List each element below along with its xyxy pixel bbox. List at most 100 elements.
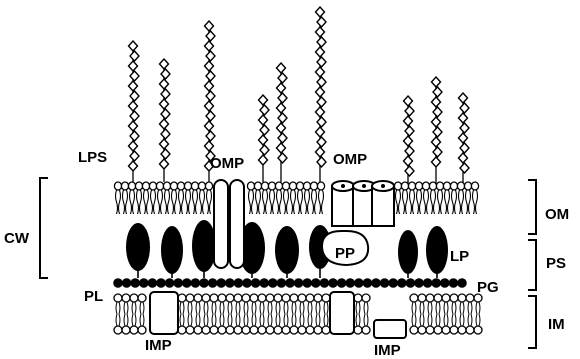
om-lipid-head — [247, 182, 254, 190]
lps-sugar-diamond — [459, 113, 468, 123]
peptidoglycan-bead — [423, 278, 433, 288]
lps-sugar-diamond — [160, 79, 169, 89]
im-head-inner — [266, 326, 274, 334]
lps-sugar-diamond — [206, 91, 215, 101]
im-tail — [119, 302, 120, 314]
om-lipid-head — [303, 182, 310, 190]
im-tail — [220, 314, 221, 326]
im-tail — [268, 314, 269, 326]
im-head-inner — [186, 326, 194, 334]
om-lipid-head — [443, 182, 450, 190]
lps-sugar-diamond — [459, 133, 468, 143]
om-lipid-tail — [130, 190, 132, 214]
om-lipid-head — [177, 182, 184, 190]
om-lipid-tail — [459, 190, 461, 214]
im-tail — [116, 302, 117, 314]
lps-sugar-diamond — [129, 141, 138, 151]
lps-sugar-diamond — [161, 109, 170, 119]
lps-sugar-diamond — [160, 99, 169, 109]
lps-sugar-diamond — [405, 146, 414, 156]
om-lipid-tail — [403, 190, 405, 214]
im-tail — [468, 314, 469, 326]
im-tail — [207, 314, 208, 326]
lps-sugar-diamond — [260, 125, 269, 135]
im-head-outer — [266, 294, 274, 302]
om-lipid-tail — [182, 190, 184, 214]
lps-sugar-diamond — [277, 63, 286, 73]
im-tail — [239, 302, 240, 314]
im-head-outer — [306, 294, 314, 302]
lps-sugar-diamond — [317, 77, 326, 87]
label-imp-right: IMP — [374, 342, 401, 359]
im-tail — [252, 314, 253, 326]
im-head-inner — [130, 326, 138, 334]
lps-sugar-diamond — [460, 103, 469, 113]
im-head-outer — [442, 294, 450, 302]
om-lipid-head — [114, 182, 121, 190]
om-lipid-head — [275, 182, 282, 190]
im-tail — [423, 314, 424, 326]
im-tail — [135, 314, 136, 326]
im-tail — [220, 302, 221, 314]
om-lipid-tail — [249, 190, 251, 214]
om-lipid-tail — [126, 190, 128, 214]
omp-pore — [341, 184, 345, 188]
im-head-inner — [122, 326, 130, 334]
im-tail — [204, 302, 205, 314]
om-lipid-tail — [256, 190, 258, 214]
im-head-inner — [290, 326, 298, 334]
im-head-inner — [418, 326, 426, 334]
peptidoglycan-bead — [182, 278, 192, 288]
lipoprotein-blob — [161, 226, 183, 274]
im-tail — [247, 314, 248, 326]
om-lipid-head — [408, 182, 415, 190]
lps-sugar-diamond — [432, 117, 441, 127]
im-tail — [188, 302, 189, 314]
im-head-outer — [458, 294, 466, 302]
om-lipid-tail — [319, 190, 321, 214]
peptidoglycan-bead — [242, 278, 252, 288]
im-tail — [268, 302, 269, 314]
om-lipid-tail — [203, 190, 205, 214]
im-head-outer — [322, 294, 330, 302]
im-tail — [471, 302, 472, 314]
lps-sugar-diamond — [130, 111, 139, 121]
im-tail — [324, 302, 325, 314]
imp-middle — [330, 292, 354, 334]
im-head-outer — [410, 294, 418, 302]
om-lipid-tail — [154, 190, 156, 214]
lipoprotein-blob — [275, 226, 299, 274]
im-tail — [311, 314, 312, 326]
om-lipid-tail — [266, 190, 268, 214]
im-tail — [295, 314, 296, 326]
lps-sugar-diamond — [317, 57, 326, 67]
label-pl: PL — [84, 288, 103, 305]
om-lipid-tail — [476, 190, 478, 214]
im-tail — [276, 314, 277, 326]
im-tail — [183, 314, 184, 326]
om-lipid-tail — [431, 190, 433, 214]
om-lipid-tail — [473, 190, 475, 214]
peptidoglycan-bead — [302, 278, 312, 288]
lps-sugar-diamond — [206, 31, 215, 41]
om-lipid-head — [401, 182, 408, 190]
lps-sugar-diamond — [405, 166, 414, 176]
im-tail — [460, 314, 461, 326]
im-tail — [319, 314, 320, 326]
om-lipid-tail — [210, 190, 212, 214]
im-tail — [263, 302, 264, 314]
im-tail — [476, 314, 477, 326]
peptidoglycan-bead — [320, 278, 330, 288]
lps-sugar-diamond — [316, 27, 325, 37]
om-lipid-tail — [469, 190, 471, 214]
im-tail — [479, 302, 480, 314]
lps-sugar-diamond — [317, 37, 326, 47]
im-tail — [135, 302, 136, 314]
lps-sugar-diamond — [277, 103, 286, 113]
om-lipid-head — [415, 182, 422, 190]
im-head-inner — [258, 326, 266, 334]
lps-sugar-diamond — [404, 96, 413, 106]
om-lipid-tail — [165, 190, 167, 214]
im-head-inner — [354, 326, 362, 334]
im-tail — [444, 302, 445, 314]
